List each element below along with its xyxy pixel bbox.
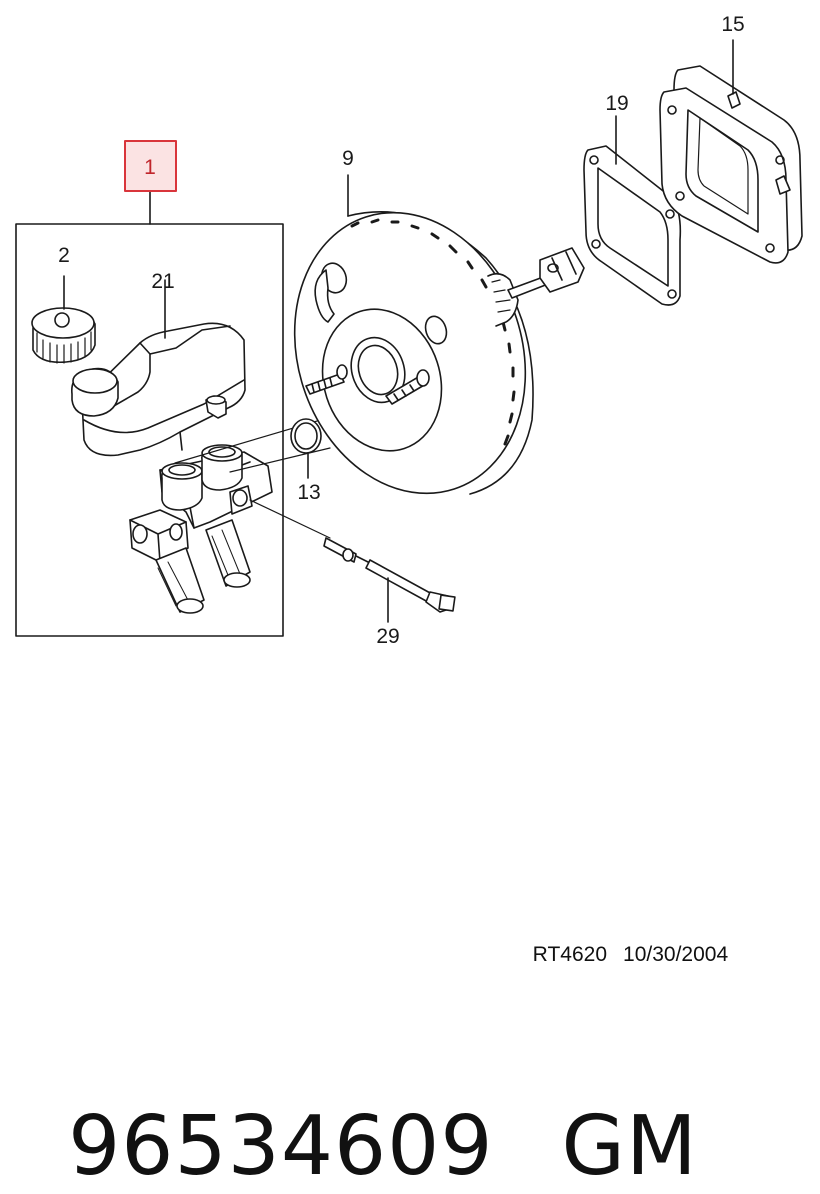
reservoir-neck [71,367,119,417]
reservoir-outlet [205,395,227,419]
callout-13: 13 [297,481,320,504]
brake-booster [293,174,585,495]
spacer-plate [659,39,803,264]
callout-1[interactable]: 1 [144,156,156,179]
o-ring [290,418,322,479]
booster-gasket [583,115,682,306]
callout-15: 15 [721,13,744,36]
callout-2: 2 [58,244,70,267]
callout-1-highlight-box[interactable] [124,140,177,192]
reservoir-cap [31,275,96,364]
callout-19: 19 [605,92,628,115]
reference-date: 10/30/2004 [623,943,729,966]
master-cylinder [129,444,273,614]
callout-29: 29 [376,625,399,648]
fluid-reservoir [81,279,246,457]
sensor-centerline [249,499,331,539]
level-sensor [323,537,456,623]
studs-centerline-2 [229,447,331,473]
parts-diagram: 1 2 21 9 13 19 15 29 [15,13,803,648]
callout-21: 21 [151,270,174,293]
diagram-reference: RT4620 10/30/2004 [521,919,728,967]
callout-9: 9 [342,147,354,170]
reference-code: RT4620 [532,943,608,966]
